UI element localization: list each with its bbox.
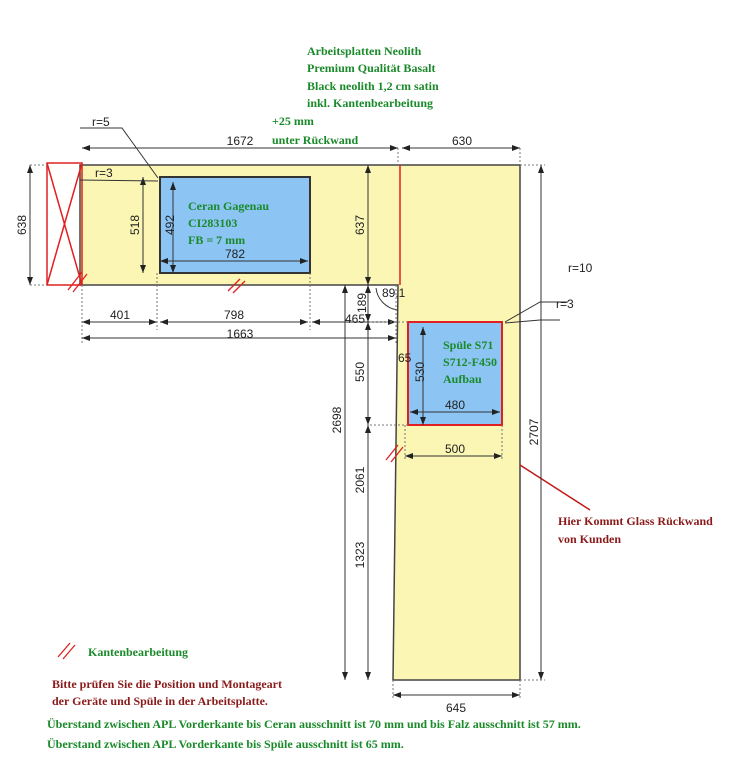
- dim-2061: 2061: [353, 466, 367, 493]
- radius-r3-ceran: r=3: [95, 166, 113, 180]
- dim-500: 500: [445, 442, 465, 456]
- dim-645: 645: [446, 701, 466, 715]
- legend-label: Kantenbearbeitung: [88, 645, 188, 659]
- dim-638: 638: [15, 215, 29, 235]
- dim-1323: 1323: [353, 541, 367, 568]
- material-note-2: Premium Qualität Basalt: [307, 61, 435, 75]
- check-note-1: Bitte prüfen Sie die Position und Montag…: [52, 677, 282, 691]
- dim-798: 798: [224, 308, 244, 322]
- dim-401: 401: [110, 308, 130, 322]
- dim-550: 550: [353, 362, 367, 382]
- material-note-4: inkl. Kantenbearbeitung: [307, 96, 433, 110]
- rueckwand-note-2: unter Rückwand: [272, 133, 358, 147]
- dim-189: 189: [355, 293, 369, 313]
- glass-note-1: Hier Kommt Glass Rückwand: [558, 514, 713, 528]
- dim-518: 518: [128, 215, 142, 235]
- sink-label-1: Spüle S71: [443, 338, 493, 352]
- sink-label-2: S712-F450: [443, 355, 497, 369]
- dim-782: 782: [225, 247, 245, 261]
- footer-note-1: Überstand zwischen APL Vorderkante bis C…: [47, 717, 581, 731]
- radius-r3-sink: r=3: [556, 297, 574, 311]
- glass-wall-pointer: [519, 464, 591, 511]
- glass-note-2: von Kunden: [558, 532, 621, 546]
- ceran-cutout: [159, 176, 311, 274]
- edge-processing-marks: [57, 271, 404, 660]
- ceran-label-2: CI283103: [188, 216, 237, 230]
- radius-r10: r=10: [568, 261, 593, 275]
- dim-65: 65: [398, 351, 412, 365]
- dim-angle: 89.1: [382, 286, 406, 300]
- dim-492: 492: [163, 215, 177, 235]
- dim-480: 480: [445, 398, 465, 412]
- dim-465: 465: [345, 312, 365, 326]
- dim-2707: 2707: [527, 418, 541, 445]
- footer-note-2: Überstand zwischen APL Vorderkante bis S…: [47, 737, 404, 751]
- dim-637: 637: [353, 215, 367, 235]
- radius-r5: r=5: [92, 115, 110, 129]
- dim-530: 530: [413, 362, 427, 382]
- ceran-label-3: FB = 7 mm: [188, 233, 245, 247]
- dimension-lines: [27, 127, 568, 698]
- extension-lines: [30, 148, 545, 700]
- ceran-label-1: Ceran Gagenau: [188, 199, 269, 213]
- material-note-3: Black neolith 1,2 cm satin: [307, 79, 439, 93]
- dim-2698: 2698: [330, 406, 344, 433]
- wall-marker: [46, 162, 83, 286]
- dim-1663: 1663: [227, 327, 254, 341]
- dim-630: 630: [452, 134, 472, 148]
- material-note-1: Arbeitsplatten Neolith: [307, 44, 422, 58]
- dim-1672: 1672: [227, 134, 254, 148]
- sink-label-3: Aufbau: [443, 372, 482, 386]
- rueckwand-note-1: +25 mm: [272, 114, 314, 128]
- check-note-2: der Geräte und Spüle in der Arbeitsplatt…: [52, 694, 268, 708]
